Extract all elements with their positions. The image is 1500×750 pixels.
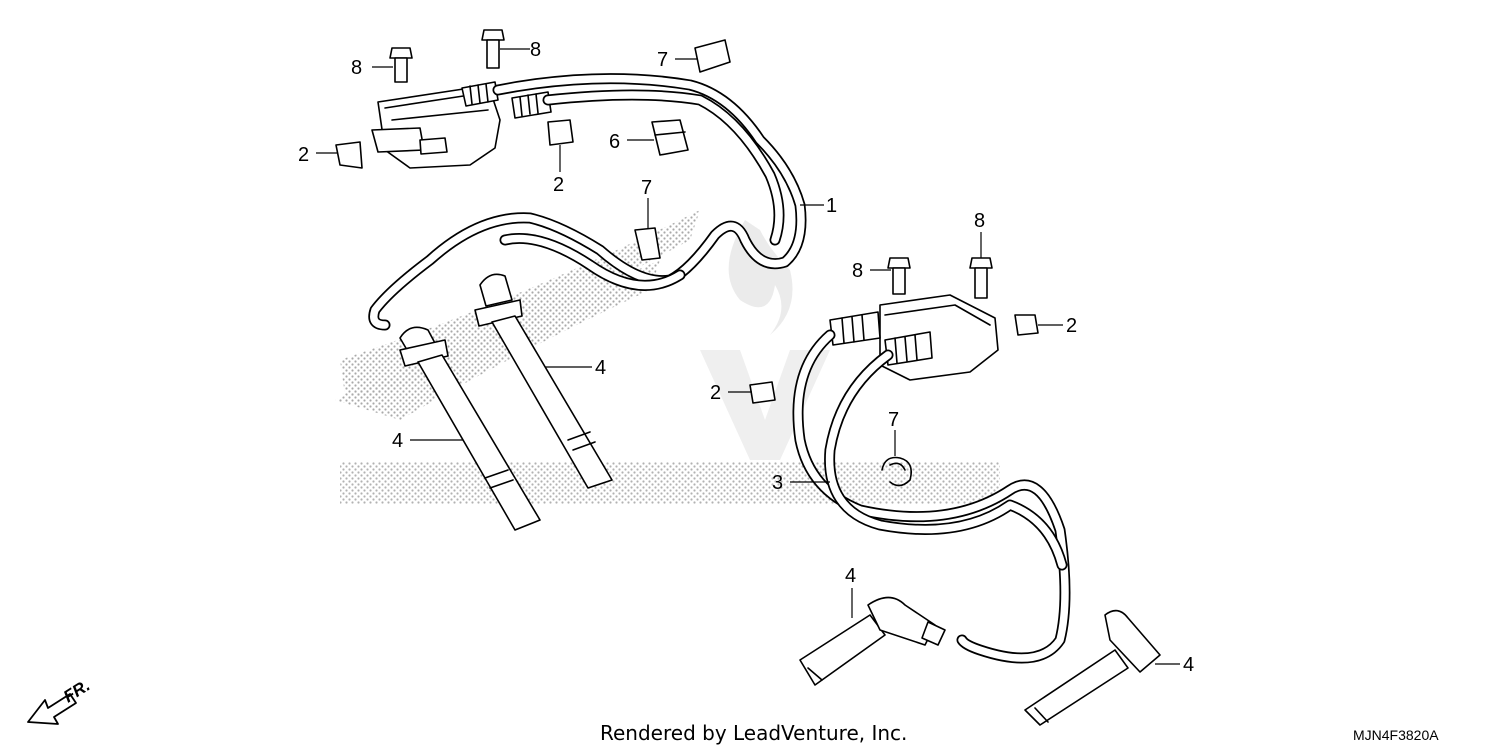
bolt-lower-right bbox=[969, 257, 993, 299]
clamp-7-top bbox=[694, 39, 731, 73]
callout-7: 7 bbox=[657, 49, 668, 71]
clip-2-upper-left bbox=[335, 141, 363, 169]
callout-4: 4 bbox=[1183, 654, 1194, 676]
callout-2: 2 bbox=[298, 144, 309, 166]
bracket-6 bbox=[651, 119, 689, 156]
callout-4: 4 bbox=[595, 357, 606, 379]
callout-8: 8 bbox=[351, 57, 362, 79]
ignition-coil-upper bbox=[371, 81, 552, 169]
callout-6: 6 bbox=[609, 131, 620, 153]
bolt-lower-left bbox=[887, 257, 911, 295]
callout-2: 2 bbox=[1066, 315, 1077, 337]
callout-8: 8 bbox=[852, 260, 863, 282]
clip-2-lower-left bbox=[749, 381, 776, 404]
bolt-upper-left bbox=[389, 47, 413, 83]
wire-harness bbox=[368, 73, 807, 331]
diagram-code: MJN4F3820A bbox=[1353, 727, 1439, 743]
spark-plug-cap-lower-right bbox=[1024, 609, 1161, 726]
callout-3: 3 bbox=[772, 472, 783, 494]
clip-2-lower-right bbox=[1014, 314, 1039, 336]
spark-plug-cap-lower-left bbox=[799, 596, 946, 686]
callout-7: 7 bbox=[888, 409, 899, 431]
ignition-coil-lower bbox=[829, 294, 999, 381]
spark-plug-cap-upper-left bbox=[399, 326, 541, 531]
callout-8: 8 bbox=[974, 210, 985, 232]
callout-4: 4 bbox=[845, 565, 856, 587]
front-direction-arrow: FR. bbox=[27, 676, 93, 725]
callout-2: 2 bbox=[553, 174, 564, 196]
render-credit: Rendered by LeadVenture, Inc. bbox=[600, 721, 907, 745]
callout-8: 8 bbox=[530, 39, 541, 61]
callout-labels: 8 8 7 2 2 6 7 1 8 8 2 4 2 7 4 3 4 4 bbox=[298, 39, 1194, 676]
clamp-7-lower bbox=[881, 456, 913, 487]
callout-2: 2 bbox=[710, 382, 721, 404]
callout-7: 7 bbox=[641, 177, 652, 199]
clip-2-upper-middle bbox=[547, 119, 574, 146]
high-tension-cord bbox=[792, 329, 1071, 664]
bolt-upper-right bbox=[481, 29, 505, 69]
callout-4: 4 bbox=[392, 430, 403, 452]
clamp-7-middle bbox=[634, 227, 661, 261]
spark-plug-cap-upper-right bbox=[474, 273, 613, 489]
leader-lines bbox=[316, 48, 1180, 665]
callout-1: 1 bbox=[826, 195, 837, 217]
